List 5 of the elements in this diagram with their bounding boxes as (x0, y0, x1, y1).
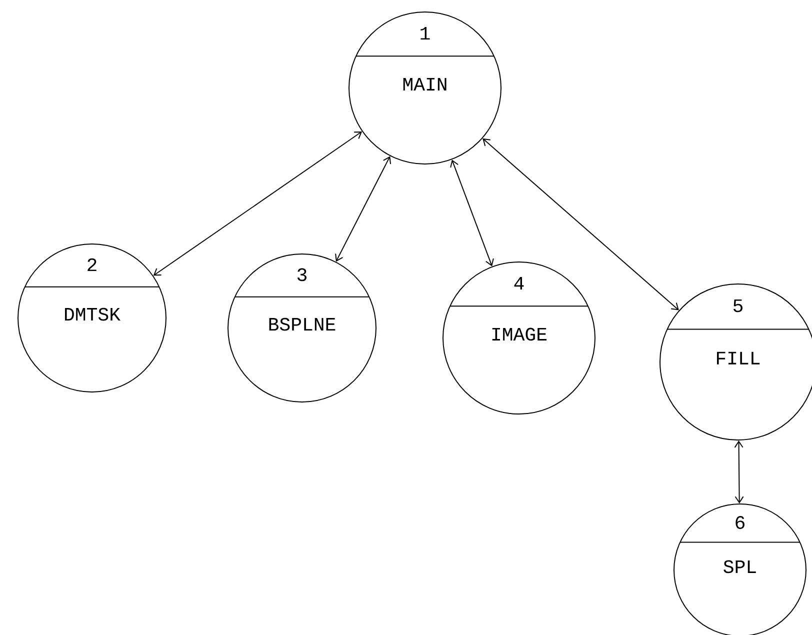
arrow (482, 138, 679, 310)
arrow (450, 160, 494, 266)
arrow (335, 156, 392, 262)
arrow (734, 440, 744, 504)
arrow (153, 131, 362, 276)
